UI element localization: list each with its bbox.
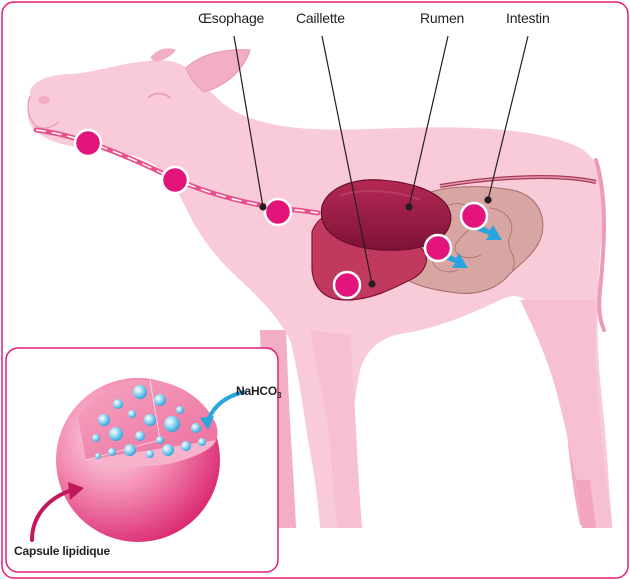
label-rumen: Rumen bbox=[420, 10, 464, 26]
label-intestin: Intestin bbox=[506, 10, 550, 26]
capsule-dot bbox=[461, 203, 487, 229]
capsule-dot bbox=[75, 130, 101, 156]
label-oesophage: Œsophage bbox=[198, 10, 264, 26]
label-caillette: Caillette bbox=[296, 10, 345, 26]
label-nahco3-main: NaHCO bbox=[236, 384, 277, 398]
capsule-dot bbox=[334, 272, 360, 298]
label-capsule: Capsule lipidique bbox=[14, 544, 110, 558]
label-nahco3-sub: 3 bbox=[277, 391, 281, 400]
capsule-dot bbox=[162, 167, 188, 193]
capsule-dot bbox=[425, 235, 451, 261]
capsule-dot bbox=[265, 199, 291, 225]
inset-capsule bbox=[6, 348, 278, 572]
label-nahco3: NaHCO3 bbox=[236, 384, 281, 400]
